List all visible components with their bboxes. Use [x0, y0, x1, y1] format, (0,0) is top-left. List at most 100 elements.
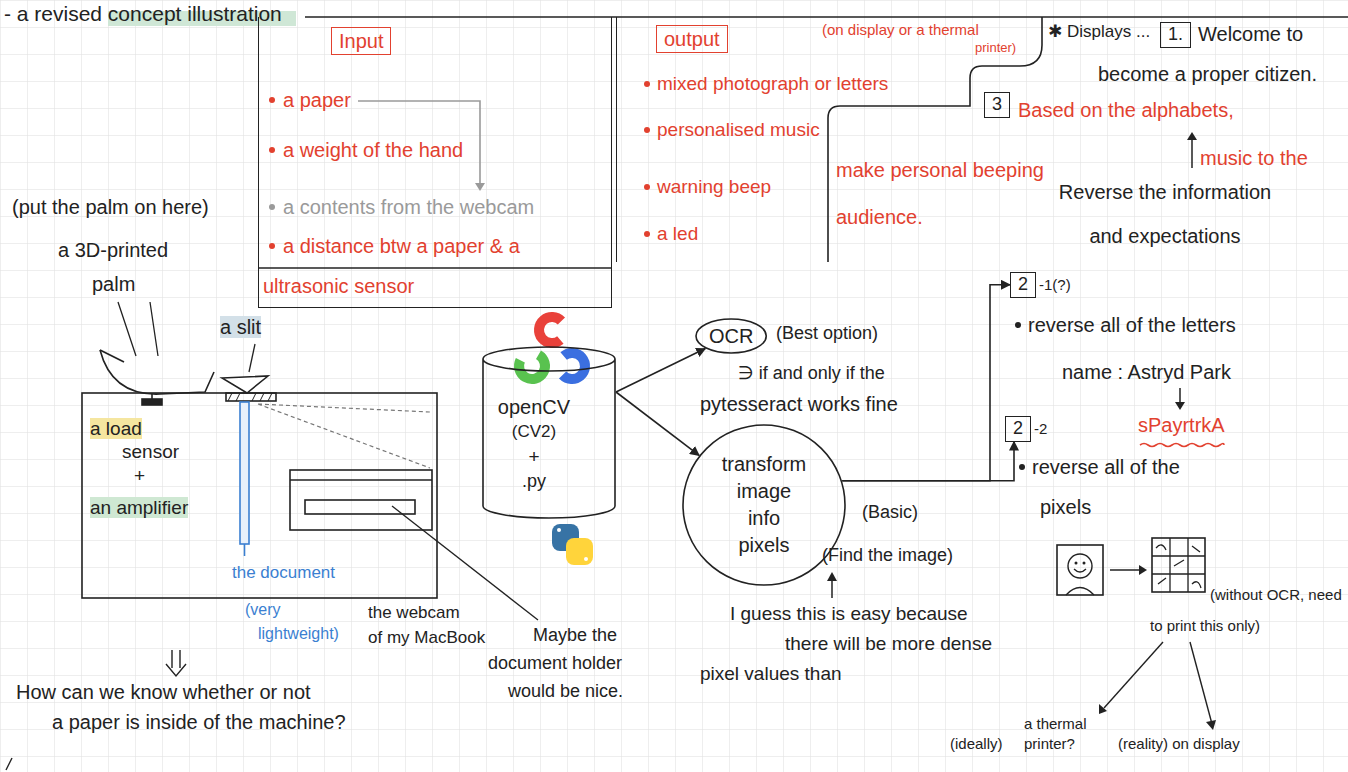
label-wrap: pixel values than	[700, 663, 842, 686]
leader-line	[244, 544, 246, 556]
part-name: the document	[232, 563, 335, 582]
title-block: - a revised concept illustration	[4, 1, 282, 26]
ellipse-shape	[683, 425, 845, 585]
bullet-dot	[1019, 464, 1025, 470]
label-wrap: document holder	[488, 653, 622, 675]
palm-tray	[100, 350, 214, 394]
box-suffix: -1(?)	[1039, 276, 1071, 294]
part-name: the webcam	[368, 603, 460, 622]
label-wrap: Reverse the information and expectations	[1050, 170, 1280, 258]
arrow-line	[1110, 569, 1140, 571]
label-wrap: Based on the alphabets,	[1018, 98, 1234, 122]
ellipse-outline	[682, 424, 846, 586]
step-item: pixels	[1040, 496, 1091, 518]
logo-ring	[534, 312, 571, 349]
document-sheet	[240, 402, 249, 544]
part-name: lightweight)	[258, 625, 339, 642]
label-wrap: to print this only)	[1150, 617, 1260, 635]
bullet-dot	[644, 231, 650, 237]
double-arrow	[166, 650, 186, 676]
note: music to the	[1200, 147, 1308, 169]
label-wrap: reverse all of the letters	[1028, 313, 1236, 337]
label-wrap: I guess this is easy because	[730, 603, 968, 626]
input-table: Inputa papera weight of the handa conten…	[258, 17, 612, 308]
leader-line	[118, 302, 158, 356]
annotation: printer)	[975, 40, 1016, 55]
camera-view	[258, 404, 430, 468]
label-wrap: pixels	[1040, 495, 1091, 519]
cylinder-label: openCV	[498, 396, 570, 418]
box-label: output	[664, 28, 720, 50]
box-label: Input	[339, 30, 383, 52]
label-wrap: printer)	[975, 40, 1016, 56]
output-item: personalised music	[657, 119, 820, 140]
output-boundary	[828, 17, 1042, 262]
note: become a proper citizen.	[1098, 63, 1317, 85]
box-label: 3	[992, 94, 1002, 114]
part-name: (very	[245, 601, 281, 618]
ellipse-shape	[696, 319, 766, 353]
note: (Find the image)	[822, 545, 953, 565]
picture-frame	[1057, 545, 1103, 595]
ellipse-label: OCR	[709, 324, 753, 348]
shoulders	[1066, 588, 1094, 596]
box-label: 2	[1018, 274, 1028, 294]
bullet-dot	[1015, 322, 1021, 328]
label-wrap: (on display or a thermal	[822, 21, 979, 39]
item-wrap: (CV2)	[494, 422, 574, 442]
arrow-head	[1175, 402, 1185, 410]
pen-stroke	[6, 758, 12, 770]
scribble	[1156, 545, 1201, 588]
label-wrap: an amplifier	[90, 497, 188, 520]
label-wrap: pytesseract works fine	[700, 392, 898, 416]
note: Based on the alphabets,	[1018, 99, 1234, 121]
ocr-ellipse: OCR	[695, 318, 767, 354]
arrow-line	[1190, 642, 1212, 724]
laptop-edge	[290, 479, 432, 481]
output-table: outputmixed photograph or letterspersona…	[616, 17, 828, 262]
table-rule	[258, 267, 612, 269]
label-wrap: ∋ if and only if the	[738, 363, 885, 385]
note: pixel values than	[700, 663, 842, 684]
squiggle	[1140, 444, 1224, 447]
label-wrap: palm	[92, 272, 135, 296]
slit-bar	[226, 393, 276, 401]
pixel-grid	[1152, 538, 1205, 592]
bullet-dot	[644, 184, 650, 190]
label-wrap: sPayrtrkA	[1138, 413, 1225, 437]
label-wrap: music to the	[1200, 146, 1308, 170]
bullet-dot	[644, 81, 650, 87]
item-wrap: mixed photograph or letters	[657, 73, 888, 96]
opencv-cylinder: openCV(CV2)+.py	[482, 345, 616, 520]
python-logo	[552, 524, 593, 565]
part-name: an amplifier	[90, 497, 188, 518]
note: make personal beeping	[836, 159, 1044, 181]
note: Maybe the	[533, 625, 617, 645]
arrow-line	[1104, 642, 1163, 708]
flow-arrow	[616, 392, 699, 455]
bullet-dot	[269, 147, 275, 153]
machine-sketch	[6, 302, 538, 770]
part-name: +	[134, 465, 145, 486]
label-wrap: (without OCR, need	[1210, 586, 1342, 604]
label-wrap: a load	[90, 418, 142, 441]
item-wrap: personalised music	[657, 119, 820, 142]
logo-ring	[554, 348, 591, 385]
label-wrap: make personal beeping	[836, 158, 1044, 182]
face-picture	[1057, 545, 1103, 595]
note: Welcome to	[1198, 23, 1303, 45]
label-wrap: name : Astryd Park	[1062, 360, 1231, 384]
note: a thermal printer?	[1024, 715, 1087, 752]
label-wrap: of my MacBook	[368, 628, 485, 648]
part-name: sensor	[122, 441, 179, 462]
label-wrap: (reality) on display	[1118, 735, 1240, 753]
cylinder-shape	[483, 347, 615, 518]
note: audience.	[836, 206, 923, 228]
cylinder-label: .py	[522, 471, 546, 491]
machine-housing	[82, 393, 437, 598]
label-wrap: lightweight)	[258, 624, 339, 643]
part-name: (put the palm on here)	[12, 196, 209, 218]
arrow-head	[1187, 132, 1197, 140]
note: document holder	[488, 653, 622, 673]
